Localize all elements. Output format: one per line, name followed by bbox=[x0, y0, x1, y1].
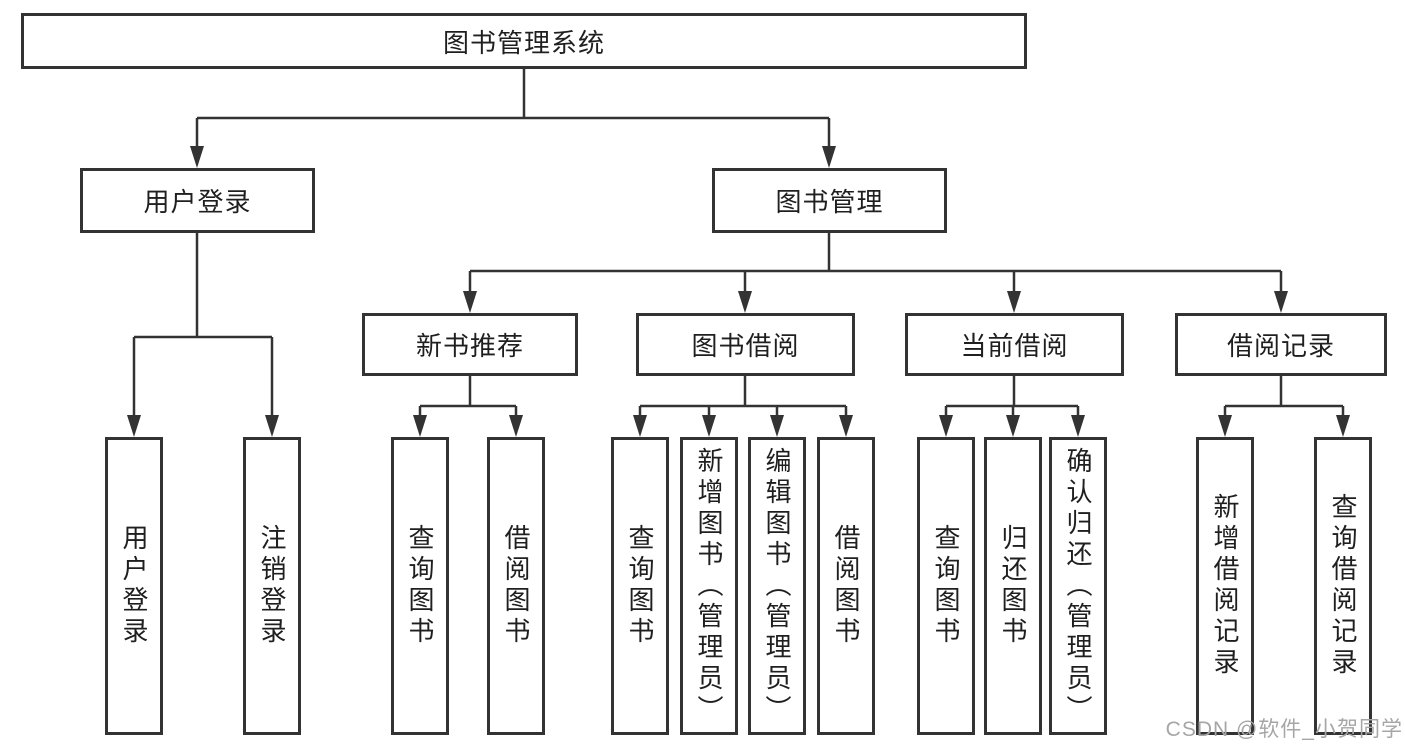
connector-book-borrowing-to-leaves bbox=[633, 376, 853, 437]
leaf-edit-books-admin: 编辑图书（管理员） bbox=[748, 437, 806, 735]
connector-new-book-recommend-to-leaves bbox=[413, 376, 523, 437]
leaf-logout: 注销登录 bbox=[243, 437, 301, 735]
node-book-management: 图书管理 bbox=[712, 168, 947, 233]
leaf-query-borrow-record-label: 查询借阅记录 bbox=[1328, 493, 1358, 679]
leaf-borrow-books-recommend-label: 借阅图书 bbox=[501, 524, 531, 648]
leaf-borrow-books-borrowing-label: 借阅图书 bbox=[831, 524, 861, 648]
leaf-user-login: 用户登录 bbox=[105, 437, 163, 735]
leaf-add-books-admin-label: 新增图书（管理员） bbox=[694, 446, 724, 726]
leaf-borrow-books-recommend: 借阅图书 bbox=[487, 437, 545, 735]
node-book-management-label: 图书管理 bbox=[775, 187, 884, 217]
node-user-login-label: 用户登录 bbox=[143, 187, 252, 217]
leaf-borrow-books-borrowing: 借阅图书 bbox=[817, 437, 875, 735]
connector-user-login-to-leaves bbox=[127, 233, 279, 437]
leaf-confirm-return-admin-label: 确认归还（管理员） bbox=[1063, 446, 1093, 726]
node-root-label: 图书管理系统 bbox=[442, 27, 605, 58]
leaf-return-books-label: 归还图书 bbox=[998, 524, 1028, 648]
leaf-query-books-borrowing: 查询图书 bbox=[611, 437, 669, 735]
node-borrowing-records: 借阅记录 bbox=[1175, 313, 1387, 376]
node-borrowing-records-label: 借阅记录 bbox=[1226, 331, 1335, 361]
node-root: 图书管理系统 bbox=[21, 13, 1027, 69]
leaf-query-books-current-label: 查询图书 bbox=[931, 524, 961, 648]
connector-book-management-to-level3 bbox=[463, 233, 1288, 313]
leaf-add-books-admin: 新增图书（管理员） bbox=[680, 437, 738, 735]
node-user-login: 用户登录 bbox=[80, 168, 315, 233]
leaf-edit-books-admin-label: 编辑图书（管理员） bbox=[762, 446, 792, 726]
leaf-query-books-recommend-label: 查询图书 bbox=[405, 524, 435, 648]
watermark: CSDN @软件_小贺同学 bbox=[1165, 718, 1403, 741]
leaf-confirm-return-admin: 确认归还（管理员） bbox=[1049, 437, 1107, 735]
connector-current-borrowing-to-leaves bbox=[939, 376, 1085, 437]
leaf-query-books-borrowing-label: 查询图书 bbox=[625, 524, 655, 648]
leaf-query-books-current: 查询图书 bbox=[917, 437, 975, 735]
connector-root-to-level2 bbox=[190, 69, 836, 168]
leaf-query-borrow-record: 查询借阅记录 bbox=[1314, 437, 1372, 735]
leaf-add-borrow-record-label: 新增借阅记录 bbox=[1210, 493, 1240, 679]
node-current-borrowing: 当前借阅 bbox=[905, 313, 1124, 376]
leaf-logout-label: 注销登录 bbox=[257, 524, 287, 648]
connector-borrowing-records-to-leaves bbox=[1218, 376, 1350, 437]
leaf-user-login-label: 用户登录 bbox=[119, 524, 149, 648]
node-new-book-recommend: 新书推荐 bbox=[362, 313, 578, 376]
leaf-query-books-recommend: 查询图书 bbox=[391, 437, 449, 735]
node-new-book-recommend-label: 新书推荐 bbox=[415, 331, 524, 361]
node-book-borrowing-label: 图书借阅 bbox=[691, 331, 800, 361]
node-current-borrowing-label: 当前借阅 bbox=[960, 331, 1069, 361]
leaf-return-books: 归还图书 bbox=[984, 437, 1042, 735]
leaf-add-borrow-record: 新增借阅记录 bbox=[1196, 437, 1254, 735]
node-book-borrowing: 图书借阅 bbox=[636, 313, 855, 376]
